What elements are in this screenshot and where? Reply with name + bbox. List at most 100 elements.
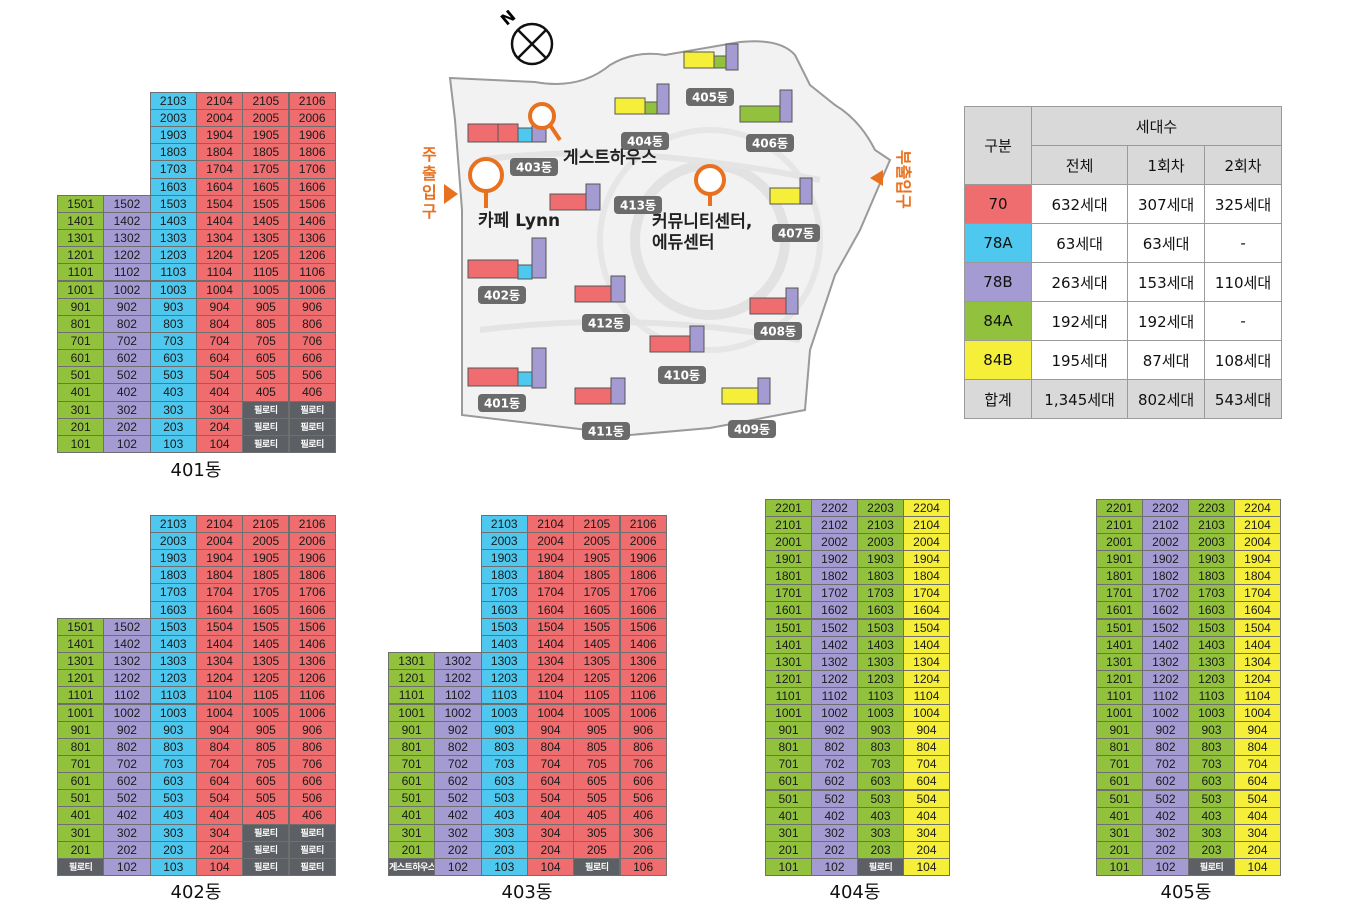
- unit-cell: 904: [526, 720, 575, 739]
- unit-cell: 802: [434, 737, 482, 756]
- unit-cell: 1103: [857, 686, 904, 705]
- unit-cell: 1306: [288, 229, 336, 248]
- unit-cell: 1804: [195, 143, 244, 162]
- unit-cell: 1502: [103, 194, 151, 213]
- unit-cell: 401: [765, 806, 812, 825]
- type-84b-key: 84B: [964, 340, 1032, 380]
- compass-north-letter: N: [497, 10, 519, 29]
- unit-cell: 601: [765, 772, 812, 791]
- unit-cell: 1302: [103, 229, 151, 248]
- table-cell: -: [1204, 301, 1282, 341]
- unit-cell: 804: [526, 737, 575, 756]
- sub-entrance-label: 부출입구: [894, 150, 913, 209]
- svg-text:406동: 406동: [752, 137, 788, 151]
- unit-cell-special: 필로티: [242, 840, 290, 859]
- unit-cell: 1703: [1188, 584, 1235, 603]
- unit-cell: 305: [573, 823, 621, 842]
- unit-cell: 402: [811, 806, 858, 825]
- unit-cell: 802: [1142, 738, 1189, 757]
- unit-cell: 1506: [288, 194, 336, 213]
- unit-cell: 203: [149, 417, 197, 436]
- poi-community-line1: 커뮤니티센터,: [652, 212, 752, 232]
- unit-cell: 606: [619, 772, 667, 791]
- unit-cell: 1602: [811, 601, 858, 620]
- unit-cell: 806: [288, 314, 336, 333]
- unit-cell: 1203: [149, 669, 197, 688]
- unit-cell: 302: [434, 823, 482, 842]
- unit-cell: 1406: [619, 634, 667, 654]
- unit-cell: 1402: [1142, 635, 1189, 654]
- unit-cell: 902: [811, 721, 858, 740]
- unit-cell: 902: [434, 720, 482, 739]
- unit-cell: 101: [1096, 857, 1143, 876]
- unit-cell: 1406: [288, 634, 336, 654]
- unit-cell-special: 필로티: [857, 857, 904, 876]
- unit-cell: 1303: [149, 652, 197, 671]
- type-78a-key: 78A: [964, 223, 1032, 263]
- unit-cell: 1404: [195, 634, 244, 654]
- unit-cell: 802: [811, 738, 858, 757]
- unit-cell: 1904: [195, 549, 244, 568]
- building-405-label: 405동: [1160, 882, 1212, 903]
- unit-cell: 1403: [1188, 635, 1235, 654]
- map-building-label: 404동: [621, 132, 669, 150]
- map-building-block: [497, 123, 519, 143]
- unit-cell: 2201: [1096, 498, 1143, 517]
- unit-cell: 1205: [242, 669, 290, 688]
- unit-cell: 1906: [288, 549, 336, 568]
- unit-cell: 1004: [1234, 704, 1281, 723]
- unit-cell: 301: [388, 823, 436, 842]
- unit-cell: 2006: [288, 109, 336, 128]
- unit-cell: 1305: [573, 652, 621, 671]
- table-cell: 63세대: [1127, 223, 1206, 263]
- unit-cell: 2003: [149, 532, 197, 551]
- unit-cell: 1502: [103, 617, 151, 636]
- unit-cell: 905: [242, 720, 290, 739]
- unit-cell: 101: [765, 857, 812, 876]
- unit-cell: 805: [242, 314, 290, 333]
- svg-text:403동: 403동: [516, 161, 552, 175]
- unit-cell: 1905: [242, 126, 290, 145]
- unit-cell: 1806: [288, 566, 336, 585]
- unit-cell: 704: [526, 754, 575, 774]
- unit-cell: 202: [103, 840, 151, 859]
- unit-cell: 1605: [242, 177, 290, 196]
- unit-cell: 2204: [1234, 498, 1281, 517]
- unit-cell: 901: [57, 720, 105, 739]
- unit-cell: 905: [242, 297, 290, 316]
- unit-cell: 602: [103, 349, 151, 368]
- unit-cell: 1605: [242, 600, 290, 619]
- unit-cell: 1705: [242, 583, 290, 602]
- unit-cell: 1806: [619, 566, 667, 585]
- unit-cell: 2201: [765, 498, 812, 517]
- unit-cell: 1701: [765, 584, 812, 603]
- unit-cell: 1904: [1234, 550, 1281, 569]
- unit-cell: 2006: [619, 532, 667, 551]
- unit-cell: 1402: [103, 211, 151, 231]
- unit-cell: 1606: [288, 600, 336, 619]
- unit-cell: 1603: [149, 600, 197, 619]
- table-cell: 192세대: [1030, 301, 1129, 341]
- unit-cell: 1402: [811, 635, 858, 654]
- unit-cell: 904: [1234, 721, 1281, 740]
- unit-cell: 302: [1142, 823, 1189, 842]
- unit-cell: 1002: [103, 280, 151, 299]
- map-building-block: [517, 264, 533, 280]
- unit-cell: 705: [242, 754, 290, 774]
- unit-cell: 603: [480, 772, 528, 791]
- unit-cell: 1501: [1096, 618, 1143, 637]
- map-building-block: [656, 83, 670, 115]
- unit-cell: 1502: [1142, 618, 1189, 637]
- unit-cell: 301: [765, 823, 812, 842]
- unit-cell: 501: [388, 789, 436, 808]
- unit-cell: 1304: [195, 229, 244, 248]
- header-phase-1: 1회차: [1127, 145, 1206, 185]
- map-building-block: [683, 51, 715, 69]
- unit-cell-special: 필로티: [573, 857, 621, 876]
- unit-cell: 2005: [242, 532, 290, 551]
- unit-cell: 204: [526, 840, 575, 859]
- unit-cell: 406: [619, 806, 667, 825]
- header-units: 세대수: [1031, 106, 1282, 146]
- unit-cell: 2104: [1234, 515, 1281, 534]
- unit-cell: 303: [480, 823, 528, 842]
